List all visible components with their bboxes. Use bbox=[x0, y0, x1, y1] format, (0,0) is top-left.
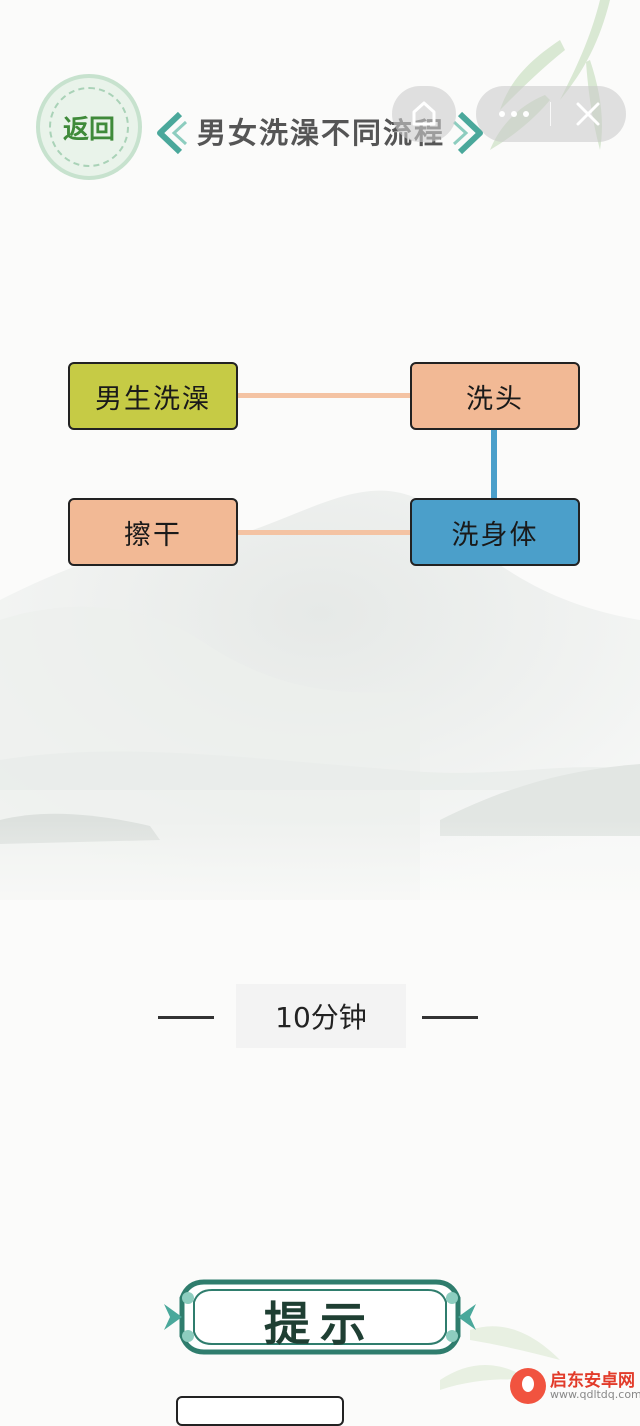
close-icon[interactable] bbox=[574, 100, 602, 128]
more-dots-icon[interactable] bbox=[496, 104, 532, 124]
hint-button-frame bbox=[164, 1279, 476, 1355]
watermark-url: www.qdltdq.com bbox=[550, 1388, 640, 1401]
timer-background bbox=[236, 984, 406, 1048]
bottom-partial-button[interactable] bbox=[176, 1396, 344, 1426]
connector-washhair-to-washbody bbox=[491, 428, 497, 502]
home-icon bbox=[412, 101, 436, 126]
watermark-logo-icon bbox=[510, 1368, 546, 1404]
watermark: 启东安卓网 www.qdltdq.com bbox=[510, 1364, 640, 1408]
capsule-divider bbox=[550, 102, 551, 126]
back-button-label: 返回 bbox=[62, 114, 115, 145]
mini-program-capsule bbox=[476, 86, 626, 142]
flow-node-dry[interactable]: 擦干 bbox=[68, 498, 238, 566]
timer-dash-left bbox=[158, 1016, 214, 1019]
back-button-ring: 返回 bbox=[49, 87, 129, 167]
chevron-right-icon bbox=[452, 111, 483, 155]
flow-node-wash-hair[interactable]: 洗头 bbox=[410, 362, 580, 430]
chevron-left-icon bbox=[157, 111, 188, 155]
back-button[interactable]: 返回 bbox=[36, 74, 142, 180]
timer-dash-right bbox=[422, 1016, 478, 1019]
flow-node-male-bath[interactable]: 男生洗澡 bbox=[68, 362, 238, 430]
timer-text: 10分钟 bbox=[275, 1001, 367, 1034]
connector-washbody-to-dry bbox=[236, 530, 412, 535]
hint-button[interactable]: 提示 bbox=[162, 1274, 478, 1360]
flow-node-wash-body[interactable]: 洗身体 bbox=[410, 498, 580, 566]
watermark-title: 启东安卓网 bbox=[550, 1371, 635, 1391]
hint-label: 提示 bbox=[264, 1297, 376, 1351]
connector-male-to-washhair bbox=[236, 393, 412, 398]
home-button[interactable] bbox=[392, 86, 456, 142]
